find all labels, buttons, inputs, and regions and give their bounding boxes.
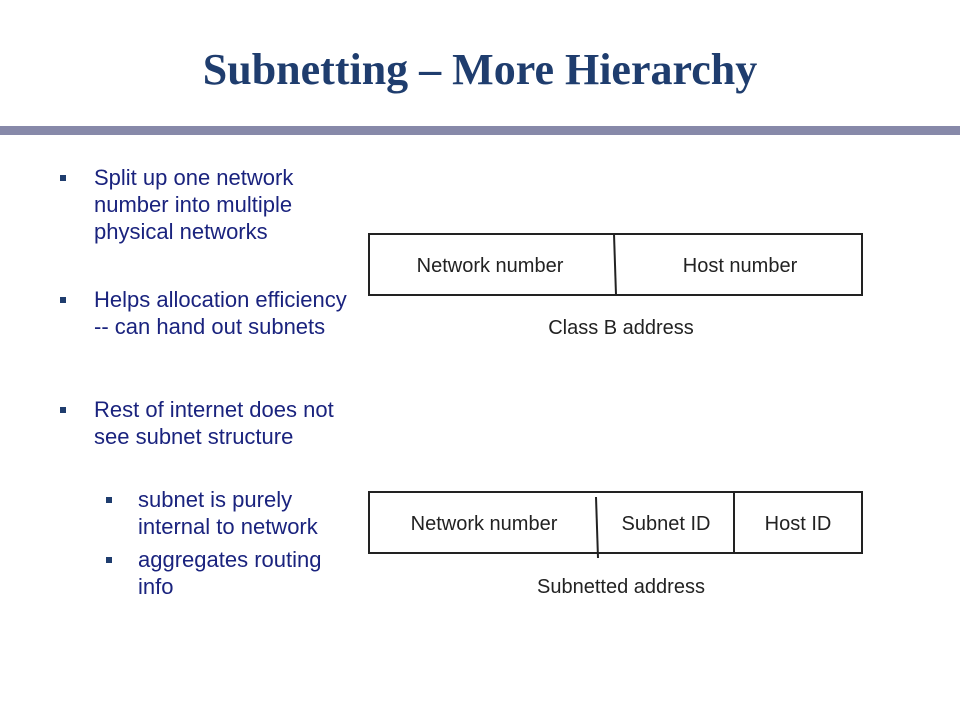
class-b-field-divider <box>613 233 617 296</box>
bullet-text: Split up one network number into multipl… <box>94 165 294 244</box>
square-bullet-icon <box>60 297 66 303</box>
subnetted-caption: Subnetted address <box>537 576 705 598</box>
bullet-text: Rest of internet does not see subnet str… <box>94 397 334 449</box>
subnetted-host-id: Host ID <box>765 513 832 535</box>
subnetted-network-divider <box>595 496 599 559</box>
title-divider <box>0 126 960 135</box>
square-bullet-icon <box>106 557 112 563</box>
class-b-network-number: Network number <box>417 255 564 277</box>
square-bullet-icon <box>106 497 112 503</box>
subnetted-address-box: Network number Subnet ID Host ID <box>368 491 863 559</box>
class-b-caption: Class B address <box>548 317 694 339</box>
class-b-host-number: Host number <box>683 255 798 277</box>
square-bullet-icon <box>60 175 66 181</box>
subnetted-subnet-id: Subnet ID <box>622 513 711 535</box>
slide-title: Subnetting – More Hierarchy <box>202 45 758 94</box>
bullet-text: Helps allocation efficiency -- can hand … <box>94 287 347 339</box>
sub-bullet-text: aggregates routing info <box>138 547 322 599</box>
subnetted-network-number: Network number <box>411 513 558 535</box>
sub-bullet-text: subnet is purely internal to network <box>138 487 318 539</box>
subnetted-outline <box>368 491 863 554</box>
square-bullet-icon <box>60 407 66 413</box>
class-b-address-box: Network number Host number <box>368 233 863 296</box>
